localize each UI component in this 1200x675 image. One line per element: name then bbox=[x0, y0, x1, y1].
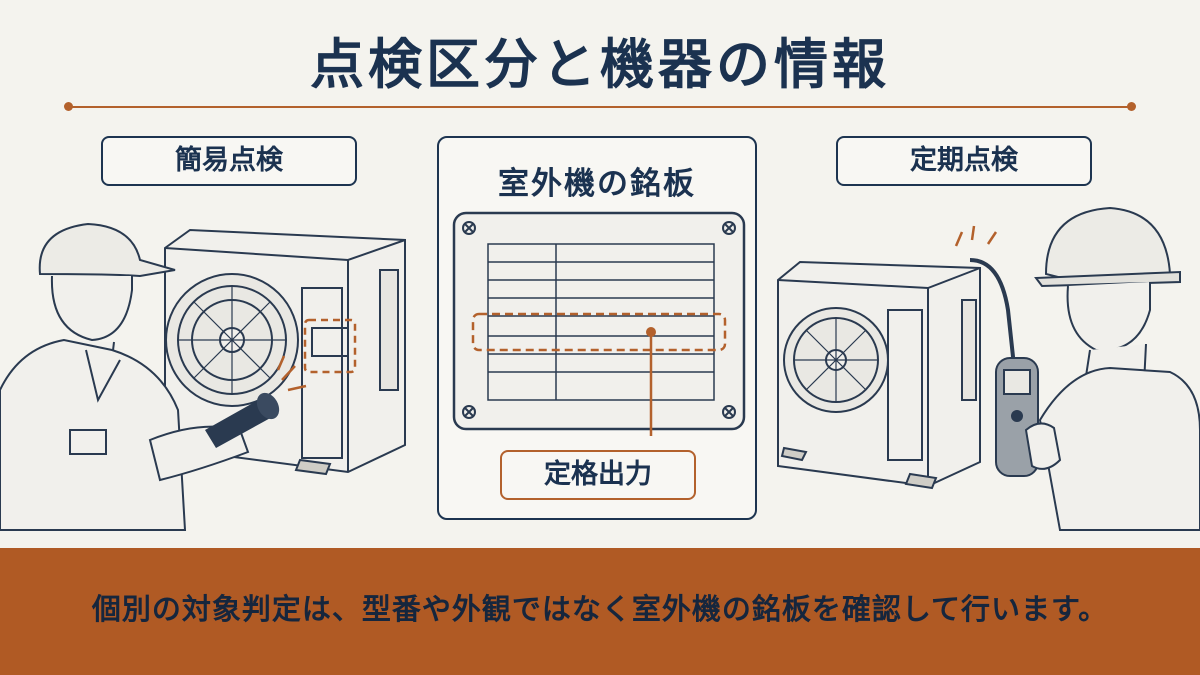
footer-note: 個別の対象判定は、型番や外観ではなく室外機の銘板を確認して行います。 bbox=[91, 592, 1109, 626]
periodic-inspection-label: 定期点検 bbox=[836, 136, 1092, 186]
title-divider bbox=[68, 106, 1132, 108]
outdoor-unit-icon bbox=[164, 228, 406, 476]
periodic-inspection-illustration bbox=[777, 206, 1200, 531]
simple-inspection-label: 簡易点検 bbox=[101, 136, 357, 186]
footer-banner: 個別の対象判定は、型番や外観ではなく室外機の銘板を確認して行います。 bbox=[0, 548, 1200, 675]
nameplate-title: 室外機の銘板 bbox=[498, 166, 696, 202]
flashlight-icon bbox=[205, 392, 280, 448]
divider-dot-left bbox=[64, 102, 73, 111]
divider-dot-right bbox=[1127, 102, 1136, 111]
rated-output-label: 定格出力 bbox=[500, 450, 696, 500]
page-title: 点検区分と機器の情報 bbox=[310, 33, 890, 96]
outdoor-unit-icon bbox=[777, 260, 981, 490]
simple-inspection-illustration bbox=[0, 222, 406, 531]
worker-cap-icon bbox=[0, 222, 250, 531]
nameplate-icon bbox=[452, 211, 746, 436]
leak-detector-icon bbox=[954, 225, 1039, 477]
worker-helmet-icon bbox=[1024, 206, 1200, 531]
nameplate-panel: 室外機の銘板 定格出力 bbox=[437, 136, 757, 520]
